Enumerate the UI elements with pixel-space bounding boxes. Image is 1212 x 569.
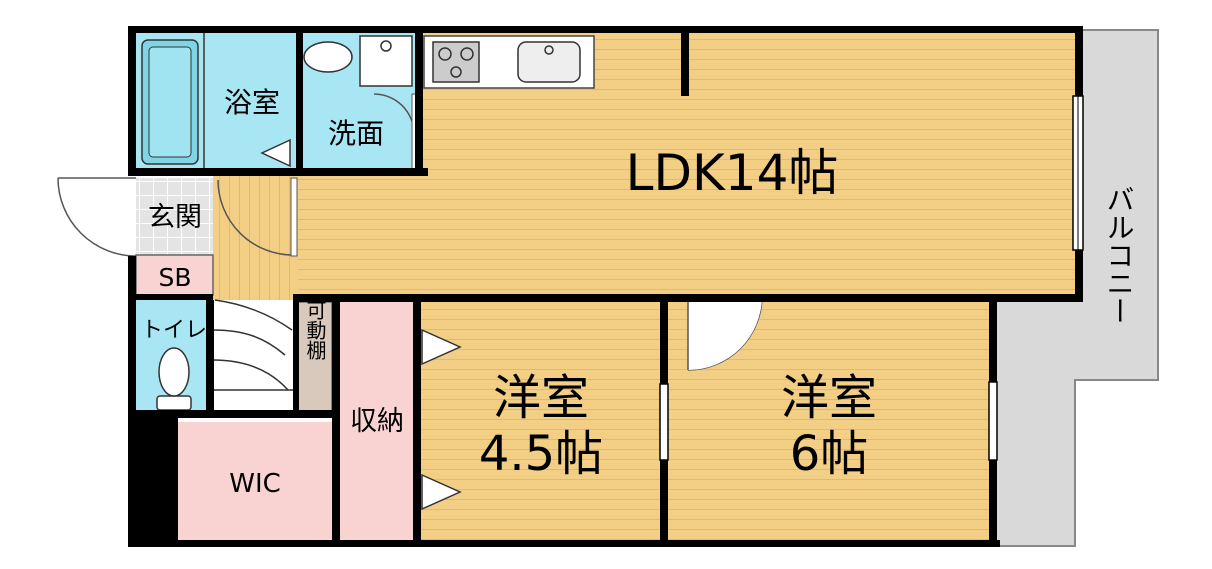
- stove-burner-icon: [438, 47, 452, 61]
- stair-step-line: [212, 359, 289, 391]
- storage-floor: [340, 300, 415, 544]
- washing-machine-icon: [359, 35, 413, 87]
- closet-door-icon: [421, 473, 462, 511]
- wic-label: WIC: [229, 469, 281, 499]
- room2-window: [988, 381, 998, 461]
- wic-black-block: [128, 416, 178, 546]
- drain-icon: [380, 40, 392, 52]
- washroom-label: 洗面: [328, 117, 384, 150]
- corridor-door: [290, 177, 298, 257]
- stove-icon: [432, 41, 480, 83]
- shoe-box-label: SB: [158, 263, 191, 292]
- wash-basin-icon: [303, 41, 353, 73]
- walls: [128, 26, 1083, 547]
- western-room-1-name: 洋室: [493, 370, 589, 426]
- closet-door-icon: [421, 328, 462, 366]
- western-room-1-size: 4.5帖: [479, 426, 603, 482]
- stair-area: [213, 300, 293, 415]
- stair-step-line: [212, 329, 286, 356]
- room1-door-frame: [659, 383, 669, 461]
- bath-label: 浴室: [224, 86, 280, 119]
- ldk-floor-lower: [296, 175, 426, 295]
- entrance-label: 玄関: [148, 202, 202, 233]
- bathtub-inner: [148, 46, 192, 158]
- balcony-label: バルコニー: [1103, 185, 1136, 325]
- toilet-label: トイレ: [141, 318, 207, 343]
- western-room-2-name: 洋室: [781, 370, 877, 426]
- corridor-floor: [213, 175, 298, 300]
- movable-shelf-label: 可動棚: [303, 300, 327, 360]
- room2-door-fill: [688, 296, 762, 370]
- sink-icon: [517, 41, 581, 83]
- faucet-icon: [544, 45, 554, 55]
- entrance-door-swing: [57, 177, 137, 257]
- storage-label: 収納: [350, 406, 404, 437]
- western-room-2-size: 6帖: [790, 426, 869, 482]
- entrance-floor: [136, 178, 213, 255]
- stove-burner-icon: [460, 47, 474, 61]
- walk-in-closet-floor: [178, 422, 333, 544]
- toilet-bowl-icon: [158, 347, 190, 397]
- corridor-door-swing: [217, 179, 294, 256]
- bath-door-icon: [260, 138, 291, 168]
- ldk-label: LDK14帖: [626, 144, 839, 202]
- stair-step-line: [214, 299, 293, 331]
- toilet-tank-icon: [156, 395, 192, 411]
- stove-burner-icon: [450, 66, 462, 78]
- western-room-1-floor: [420, 300, 665, 544]
